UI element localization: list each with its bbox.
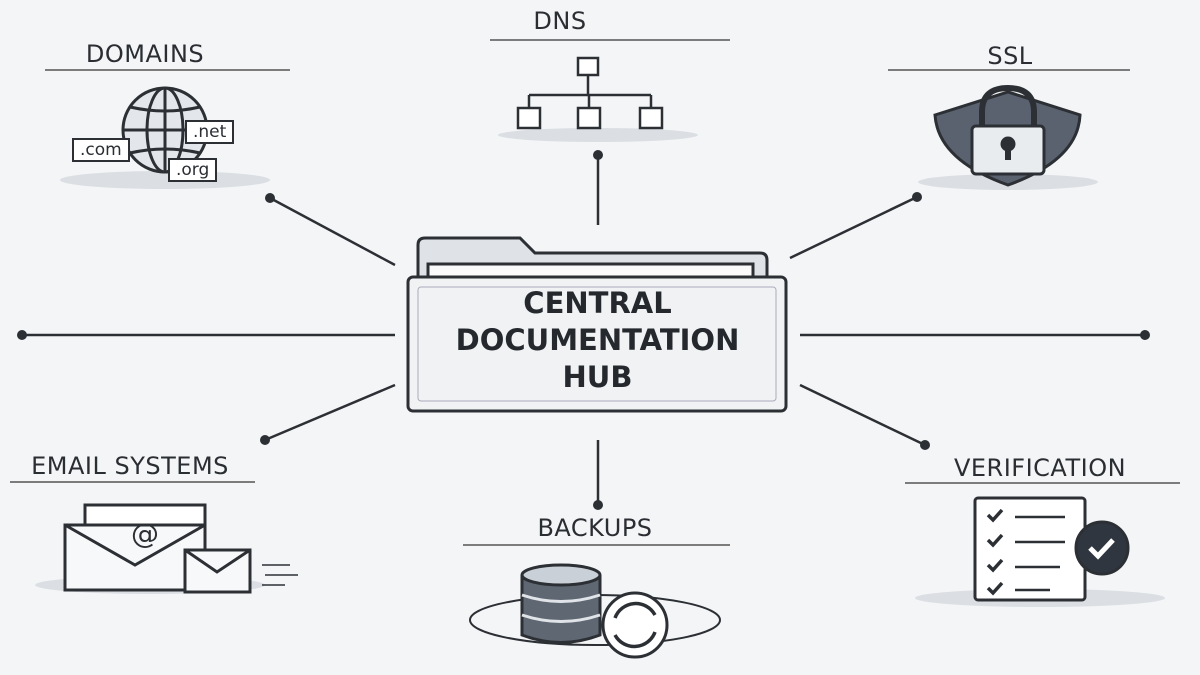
tld-net: .net <box>185 120 235 144</box>
connectors <box>22 155 1145 505</box>
database-sync-icon <box>469 563 721 659</box>
envelope-icon: @ <box>63 503 298 594</box>
node-label-backups: BACKUPS <box>537 514 653 542</box>
connector-verification <box>799 383 926 447</box>
hub-line-1: CENTRAL <box>523 286 672 320</box>
node-label-email: EMAIL SYSTEMS <box>31 452 229 480</box>
shield-lock-icon <box>933 84 1082 187</box>
hierarchy-icon <box>516 56 664 130</box>
connector-dots <box>17 150 1150 510</box>
label-underlines <box>10 39 1180 546</box>
hub-line-2: DOCUMENTATION <box>455 323 740 357</box>
node-label-ssl: SSL <box>987 42 1033 70</box>
svg-text:@: @ <box>131 517 159 550</box>
node-label-dns: DNS <box>533 7 587 35</box>
hub-line-3: HUB <box>562 360 633 394</box>
checklist-icon <box>973 496 1130 602</box>
folder-icon <box>406 236 788 413</box>
node-label-domains: DOMAINS <box>85 40 205 68</box>
connector-domains <box>269 196 396 267</box>
connector-ssl <box>789 195 918 260</box>
tld-com: .com <box>72 138 130 162</box>
tld-org: .org <box>168 158 218 182</box>
hub-title: CENTRAL DOCUMENTATION HUB <box>410 285 785 396</box>
node-label-verification: VERIFICATION <box>953 454 1127 482</box>
connector-email <box>264 383 396 442</box>
